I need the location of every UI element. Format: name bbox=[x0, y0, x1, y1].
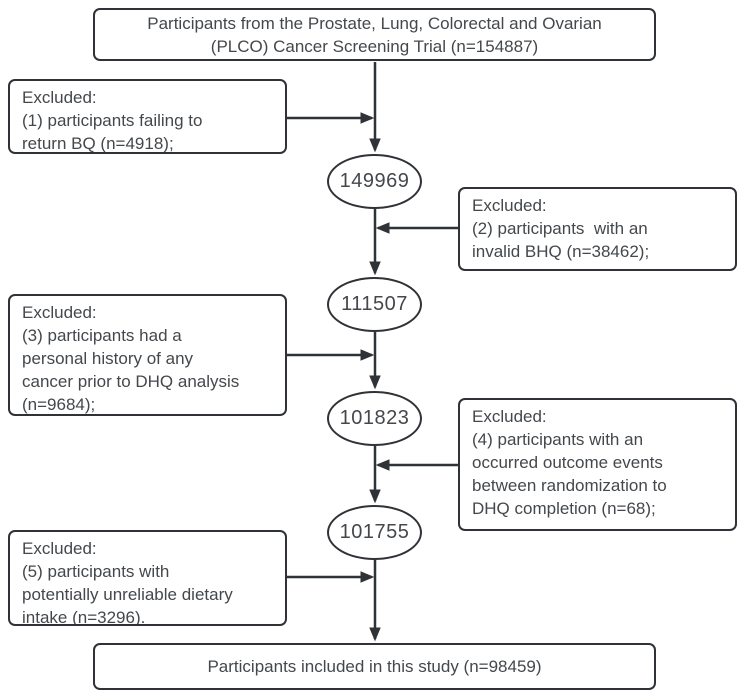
exclusion-box-1: Excluded: (1) participants failing to re… bbox=[8, 79, 287, 154]
bottom-box-included-participants: Participants included in this study (n=9… bbox=[93, 643, 656, 690]
count-ellipse-4: 101755 bbox=[327, 505, 422, 560]
count-ellipse-2: 111507 bbox=[327, 277, 422, 332]
exclusion-box-3: Excluded: (3) participants had a persona… bbox=[8, 294, 287, 416]
count-ellipse-3: 101823 bbox=[327, 391, 422, 446]
exclusion-box-4: Excluded: (4) participants with an occur… bbox=[458, 398, 737, 531]
count-ellipse-1: 149969 bbox=[327, 154, 422, 209]
exclusion-box-2: Excluded: (2) participants with an inval… bbox=[458, 187, 737, 271]
top-box-plco-participants: Participants from the Prostate, Lung, Co… bbox=[93, 8, 656, 61]
exclusion-box-5: Excluded: (5) participants with potentia… bbox=[8, 530, 287, 626]
